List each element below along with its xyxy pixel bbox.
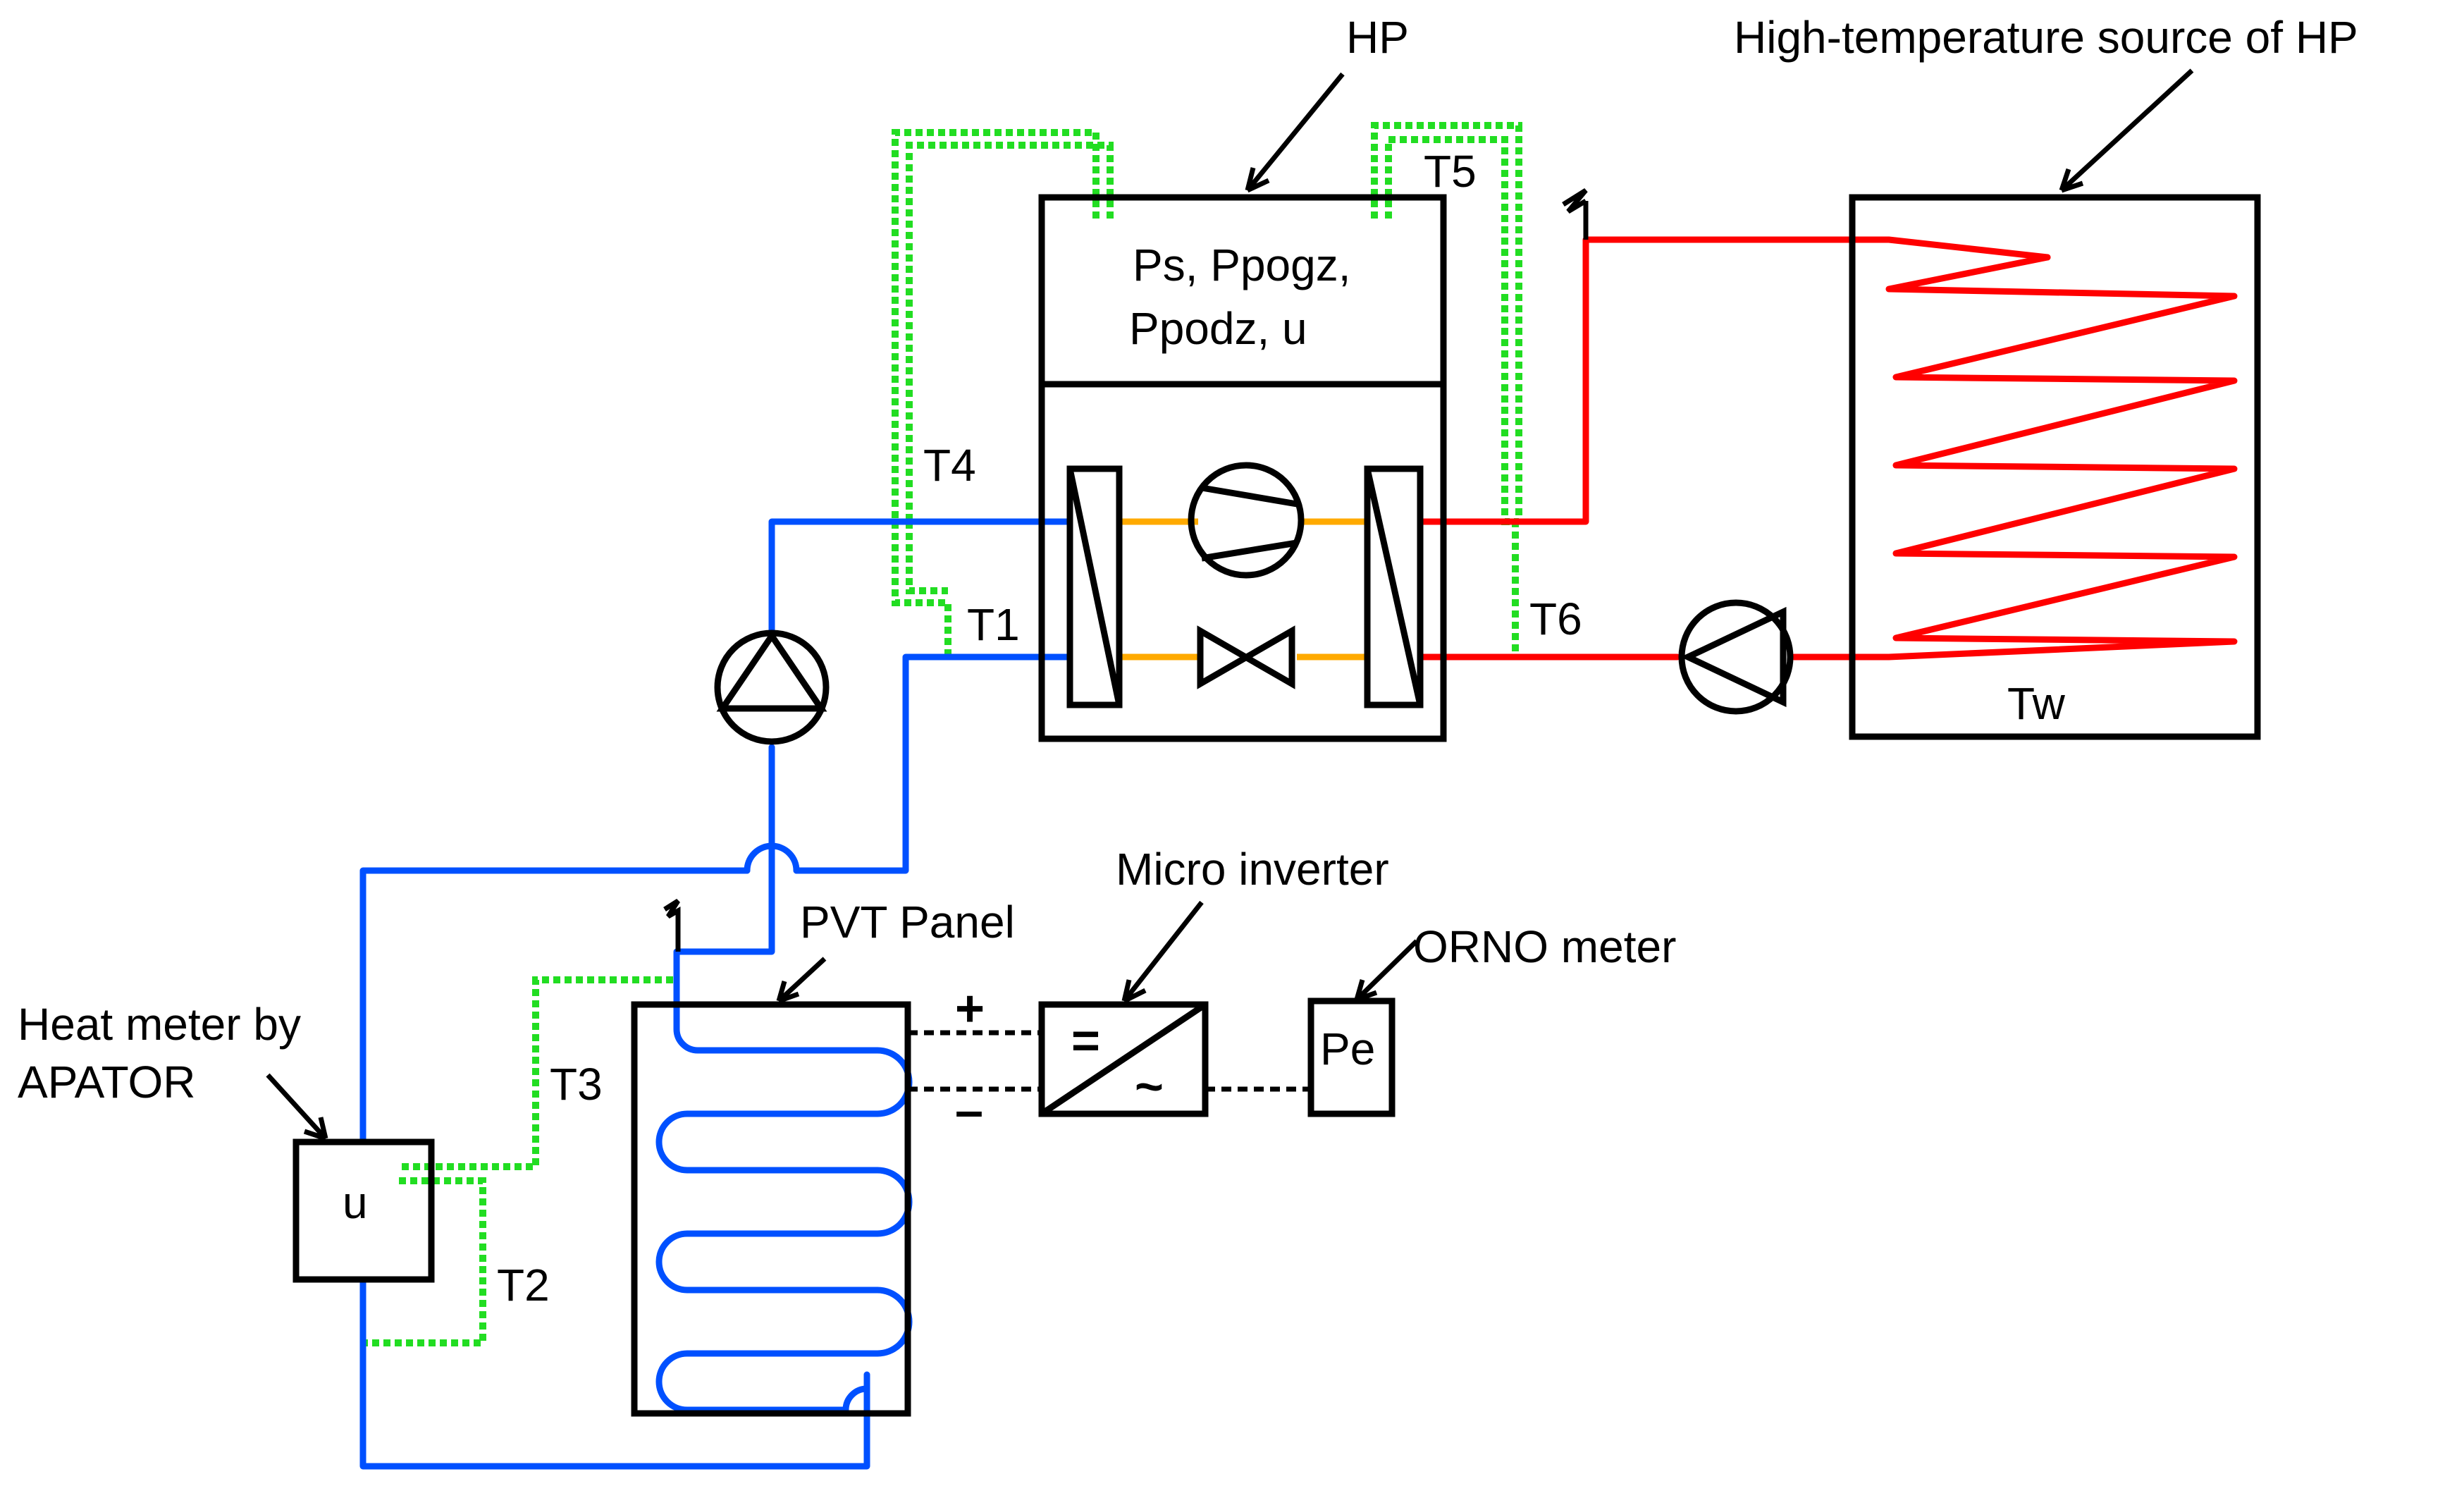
wire-t5: [1371, 122, 1522, 522]
hp-housing: [1038, 194, 1447, 742]
t3-label: T3: [550, 1059, 603, 1110]
sensor-wires: [363, 122, 1522, 1346]
orno-meter-box: [1307, 997, 1396, 1117]
micro-inverter-label: Micro inverter: [1116, 844, 1389, 895]
orno-meter-value: Pe: [1320, 1024, 1375, 1074]
expansion-valve-icon: [1197, 625, 1295, 689]
condenser-heat-exchanger-icon: [1364, 465, 1424, 708]
hot-loop-pump-icon: [1678, 599, 1794, 715]
pipe-to-heat-meter: [359, 867, 751, 1146]
cold-loop-pump-icon: [714, 630, 830, 745]
plus-sign: +: [955, 981, 985, 1037]
minus-sign: –: [955, 1083, 983, 1139]
tank-leader: [2059, 68, 2194, 193]
pvt-panel: [631, 1001, 911, 1417]
heat-meter-leader: [266, 1073, 328, 1141]
wire-t4: [892, 129, 1099, 522]
orno-meter-label: ORNO meter: [1413, 921, 1676, 972]
tank-heating-coil: [1885, 254, 2238, 653]
pipe-crossover-arc: [744, 842, 800, 874]
pipe-heat-meter-to-pvt: [359, 1276, 870, 1470]
leader-lines: [266, 68, 2194, 1141]
compressor-icon: [1188, 462, 1305, 579]
hp-params-line2: Ppodz, u: [1129, 303, 1307, 354]
hp-params-line1: Ps, Ppogz,: [1133, 240, 1351, 290]
tank-temp-label: Tw: [2007, 678, 2066, 729]
diagram-labels: HP High-temperature source of HP T4 T1 T…: [18, 12, 2358, 1310]
pipe-pump-to-pvt: [673, 744, 775, 987]
wire-t6: [1385, 136, 1519, 657]
t2-label: T2: [497, 1260, 550, 1310]
t4-label: T4: [923, 440, 976, 491]
pipe-pump-to-tank: [1790, 646, 2051, 661]
orno-leader: [1354, 939, 1419, 1002]
pvt-serpentine-coil: [655, 980, 913, 1413]
dc-symbol: =: [1071, 1013, 1100, 1068]
wire-t2: [363, 1177, 486, 1346]
wire-t3: [399, 976, 673, 1170]
inverter-leader: [1121, 900, 1204, 1004]
evaporator-heat-exchanger-icon: [1066, 465, 1123, 708]
wire-t1-inner: [906, 522, 948, 594]
heat-meter-value: u: [343, 1177, 368, 1228]
ac-symbol: ~: [1135, 1059, 1164, 1114]
high-temp-source-label: High-temperature source of HP: [1734, 12, 2358, 63]
heat-pump-unit: Ps, Ppogz, Ppodz, u: [1038, 194, 1447, 742]
t1-label: T1: [967, 599, 1020, 650]
wire-t4-inner: [906, 142, 1114, 522]
heat-meter-label-line2: APATOR: [18, 1057, 196, 1107]
high-temp-tank: [1849, 194, 2261, 740]
t5-label: T5: [1424, 146, 1477, 197]
air-vent-icon-hot: [1562, 188, 1589, 240]
heat-meter-label-line1: Heat meter by: [18, 999, 301, 1050]
t6-label: T6: [1529, 594, 1582, 644]
inverter-icon: [1038, 1001, 1209, 1117]
electrical-circuit: = ~ Pe + –: [908, 981, 1396, 1139]
air-vent-icon-pvt: [663, 899, 681, 952]
pvt-panel-label: PVT Panel: [800, 897, 1015, 947]
hp-leader: [1245, 72, 1345, 193]
wire-t1: [892, 522, 951, 657]
hp-label: HP: [1346, 12, 1409, 63]
heat-meter-box: [292, 1138, 435, 1283]
pipe-supply-t1: [793, 653, 1073, 874]
pipe-return-to-pump: [768, 518, 1073, 641]
pvt-leader: [776, 957, 827, 1004]
